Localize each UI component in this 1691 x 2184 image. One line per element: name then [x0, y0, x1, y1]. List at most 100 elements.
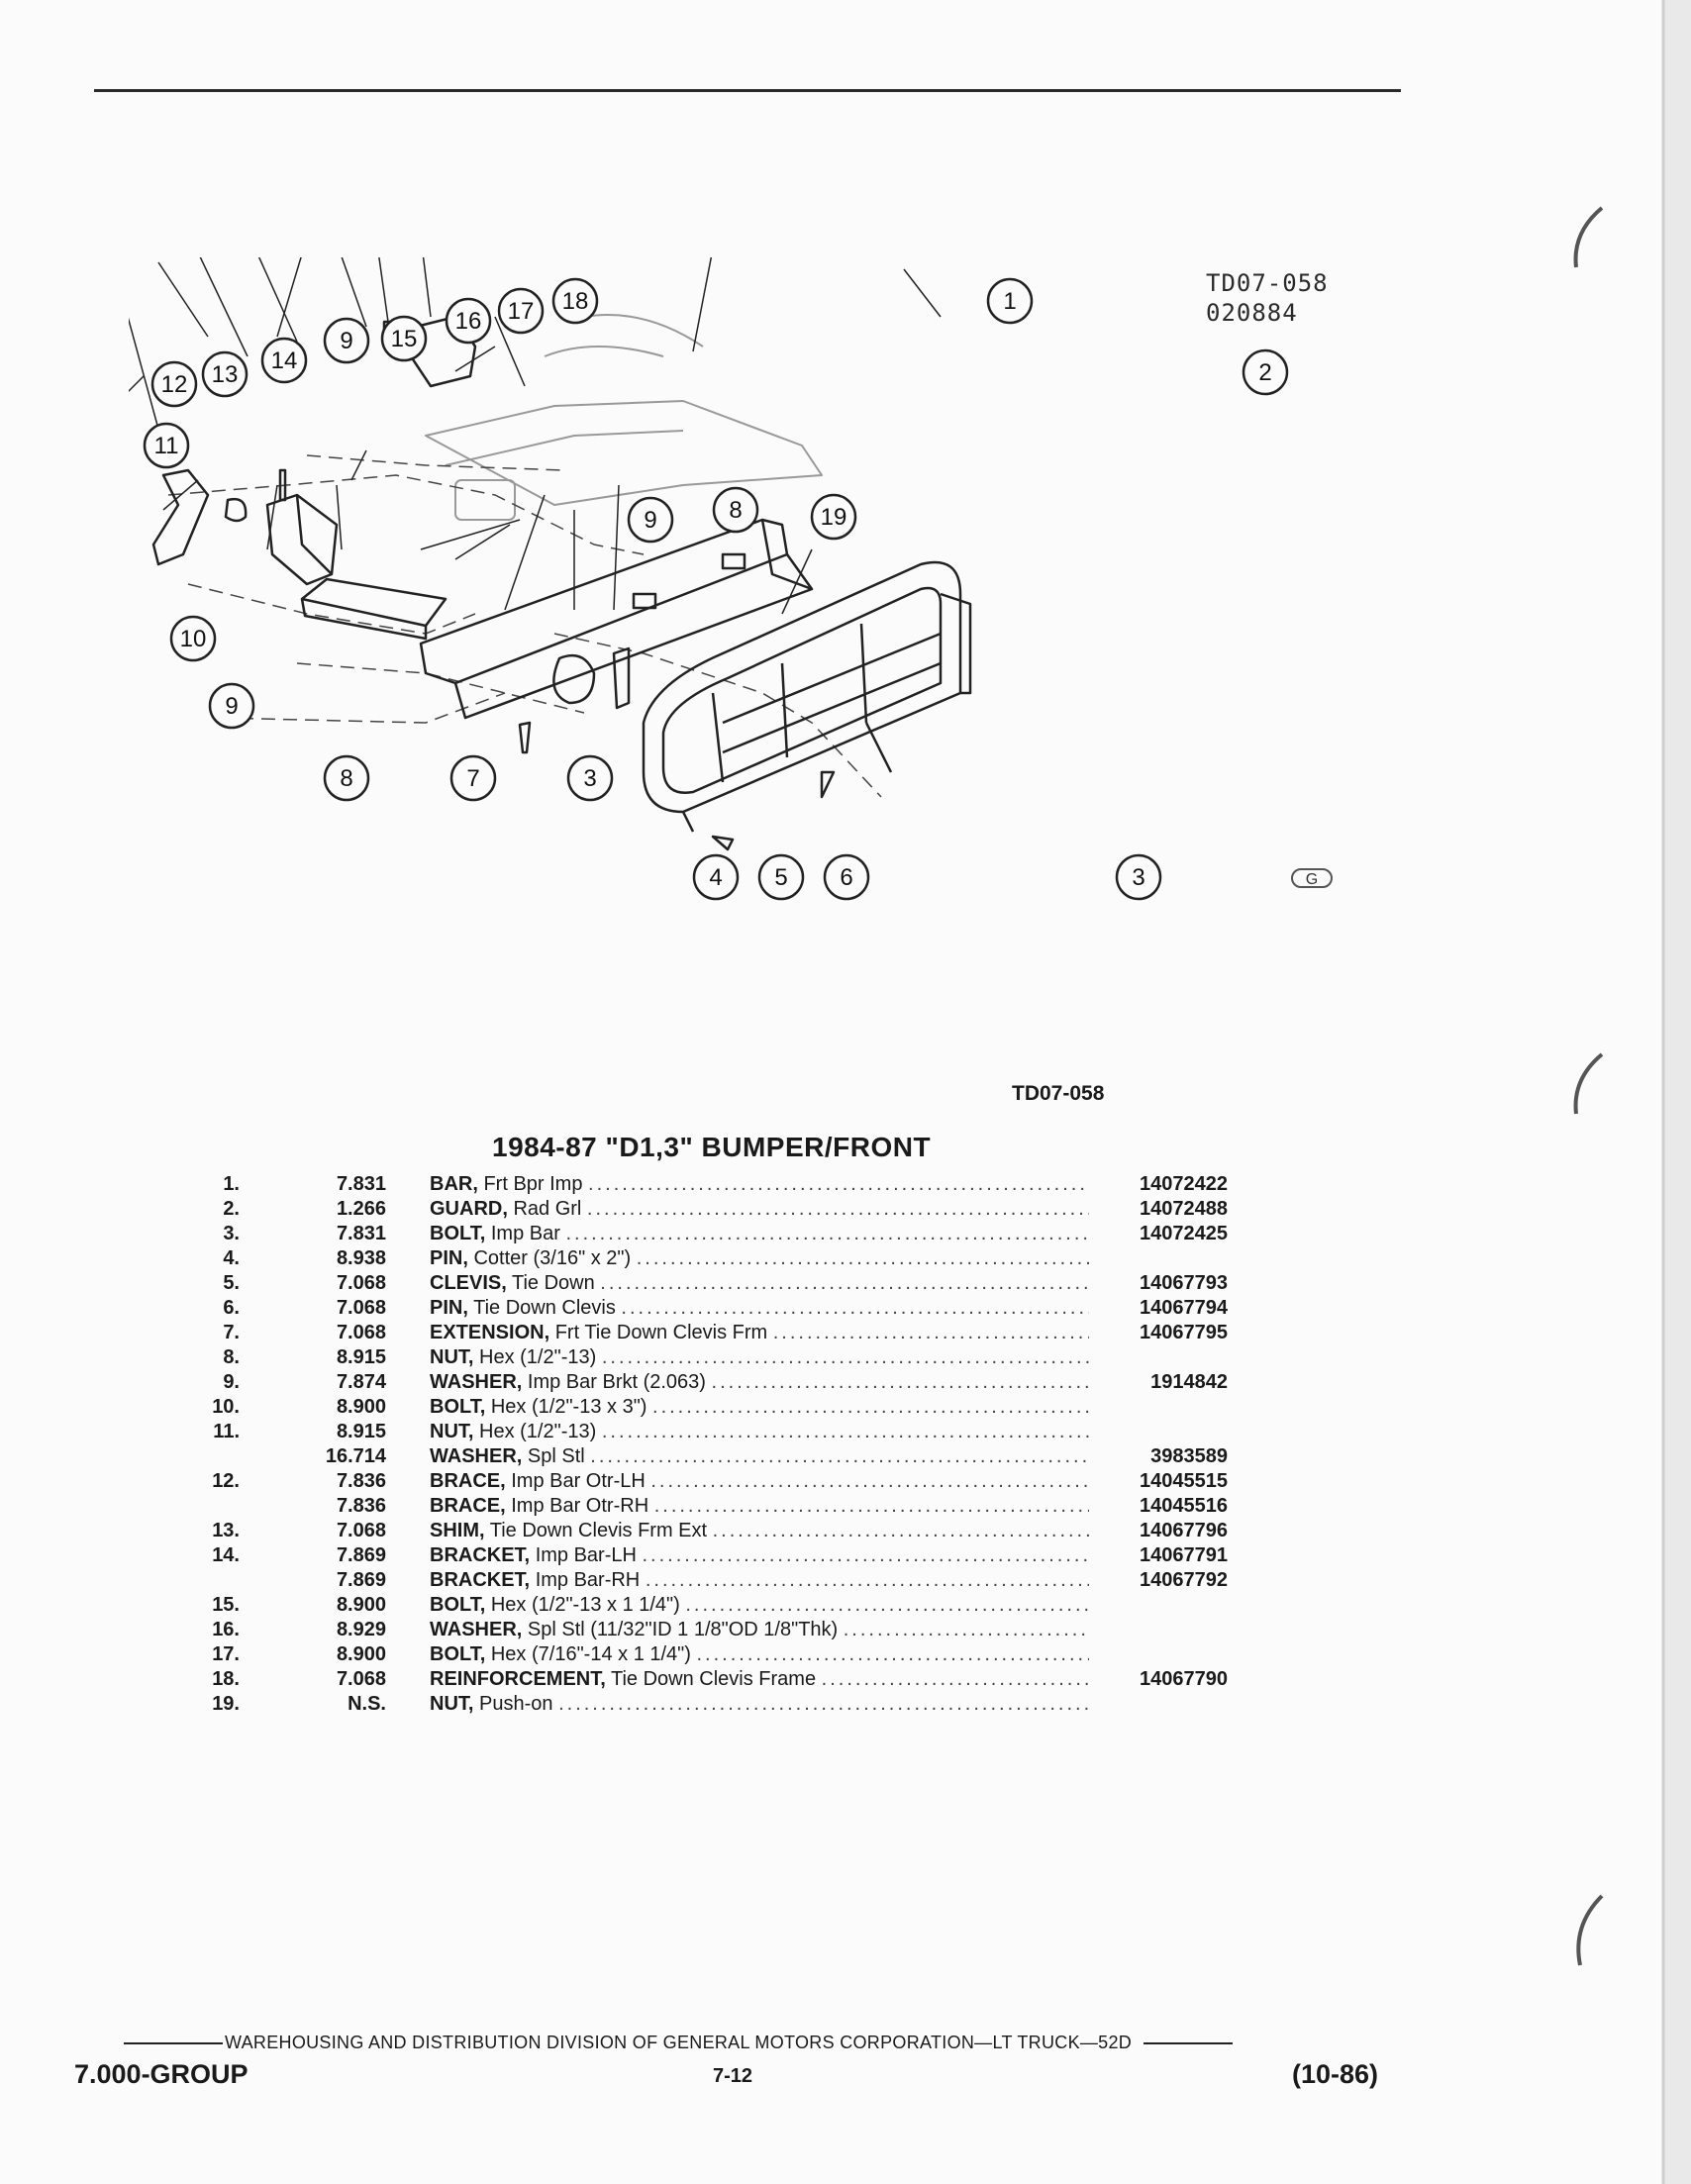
group-number: 7.068 — [336, 1668, 386, 1690]
parts-title: 1984-87 "D1,3" BUMPER/FRONT — [492, 1132, 932, 1162]
callout-7 — [449, 754, 497, 802]
part-name: CLEVIS, — [430, 1272, 507, 1294]
ref-number: 16. — [212, 1619, 240, 1640]
callout-12 — [150, 360, 198, 408]
part-detail: Imp Bar Brkt (2.063) — [527, 1371, 706, 1393]
part-detail: Tie Down Clevis Frm Ext — [489, 1520, 708, 1541]
group-number: 7.869 — [336, 1544, 386, 1566]
parts-row: 12. 7.836 BRACE, Imp Bar Otr-LH ..........… — [188, 1469, 1238, 1494]
grille-guard — [642, 560, 972, 833]
dot-leader: ........................................… — [653, 1495, 1089, 1517]
callout-13 — [201, 350, 249, 398]
callout-leaders — [129, 257, 942, 615]
part-number: 14072488 — [1140, 1198, 1228, 1220]
ref-number: 12. — [212, 1470, 240, 1492]
part-number: 14072425 — [1140, 1223, 1228, 1244]
callout-num: 12 — [161, 371, 188, 398]
footer-publisher-text: WAREHOUSING AND DISTRIBUTION DIVISION OF… — [225, 2033, 1133, 2052]
part-description: BOLT, Hex (1/2"-13 x 1 1/4") ...........… — [430, 1593, 1089, 1618]
gm-mark-badge — [1291, 868, 1333, 888]
part-description: WASHER, Spl Stl (11/32"ID 1 1/8"OD 1/8"T… — [430, 1618, 1089, 1642]
part-description: NUT, Hex (1/2"-13) .....................… — [430, 1420, 1089, 1444]
callout-num: 13 — [212, 361, 239, 388]
ref-number: 3. — [223, 1223, 240, 1244]
part-name: BOLT, — [430, 1594, 486, 1616]
callout-num: 9 — [340, 328, 352, 354]
dot-leader: ........................................… — [601, 1421, 1089, 1442]
part-name: WASHER, — [430, 1619, 523, 1640]
gm-mark-letter: G — [1306, 871, 1318, 888]
part-name: EXTENSION, — [430, 1322, 550, 1343]
part-description: SHIM, Tie Down Clevis Frm Ext ..........… — [430, 1519, 1089, 1543]
dot-leader: ........................................… — [636, 1247, 1089, 1269]
callout-num: 3 — [1132, 864, 1144, 891]
part-name: BOLT, — [430, 1643, 486, 1665]
dot-leader: ........................................… — [600, 1272, 1089, 1294]
part-number: 14067794 — [1140, 1297, 1228, 1319]
part-description: NUT, Hex (1/2"-13) .....................… — [430, 1345, 1089, 1370]
callout-num: 2 — [1258, 359, 1271, 386]
part-description: BOLT, Hex (7/16"-14 x 1 1/4") ..........… — [430, 1642, 1089, 1667]
group-number: 8.938 — [336, 1247, 386, 1269]
ref-number: 13. — [212, 1520, 240, 1541]
callout-10 — [169, 615, 217, 662]
ref-number: 4. — [223, 1247, 240, 1269]
group-number: 8.915 — [336, 1421, 386, 1442]
callout-18 — [551, 277, 599, 325]
dot-leader: ........................................… — [652, 1396, 1089, 1418]
group-number: 7.068 — [336, 1297, 386, 1319]
callout-num: 11 — [154, 433, 179, 459]
ref-number: 18. — [212, 1668, 240, 1690]
dot-leader: ........................................… — [586, 1198, 1089, 1220]
callout-9c — [208, 682, 255, 730]
bolt-3c — [711, 835, 735, 851]
part-detail: Hex (1/2"-13 x 3") — [490, 1396, 647, 1418]
callout-1 — [986, 277, 1034, 325]
footer-date: (10-86) — [1292, 2059, 1379, 2089]
part-name: BRACKET, — [430, 1569, 531, 1591]
group-number: 7.836 — [336, 1470, 386, 1492]
dot-leader: ........................................… — [565, 1223, 1089, 1244]
callout-num: 3 — [583, 765, 596, 792]
top-rule — [94, 89, 1401, 92]
callout-3a — [566, 754, 614, 802]
callout-4 — [692, 853, 740, 901]
part-description: BRACE, Imp Bar Otr-LH ..................… — [430, 1469, 1089, 1494]
part-number: 14067791 — [1140, 1544, 1228, 1566]
part-description: REINFORCEMENT, Tie Down Clevis Frame ...… — [430, 1667, 1089, 1692]
callout-5 — [757, 853, 805, 901]
part-description: CLEVIS, Tie Down .......................… — [430, 1271, 1089, 1296]
part-detail: Imp Bar-LH — [535, 1544, 637, 1566]
callout-2 — [1242, 348, 1289, 396]
callout-num: 4 — [709, 864, 722, 891]
callout-9a — [323, 317, 370, 364]
part-name: GUARD, — [430, 1198, 508, 1220]
parts-row: 19.N.S.NUT, Push-on ....................… — [188, 1692, 1238, 1717]
callout-14 — [260, 337, 308, 384]
part-detail: Spl Stl (11/32"ID 1 1/8"OD 1/8"Thk) — [527, 1619, 839, 1640]
callout-17 — [497, 287, 545, 335]
group-number: 8.900 — [336, 1643, 386, 1665]
callout-15 — [380, 315, 428, 362]
ref-number: 17. — [212, 1643, 240, 1665]
callout-num: 1 — [1003, 288, 1016, 315]
part-name: BOLT, — [430, 1396, 486, 1418]
callout-num: 10 — [180, 626, 207, 652]
group-number: N.S. — [348, 1693, 386, 1715]
part-detail: Hex (7/16"-14 x 1 1/4") — [490, 1643, 691, 1665]
ref-number: 15. — [212, 1594, 240, 1616]
part-number: 14067796 — [1140, 1520, 1228, 1541]
group-number: 8.929 — [336, 1619, 386, 1640]
callout-num: 18 — [562, 288, 589, 315]
part-detail: Imp Bar Otr-LH — [511, 1470, 646, 1492]
part-name: NUT, — [430, 1346, 474, 1368]
part-number: 14067792 — [1140, 1569, 1228, 1591]
part-description: NUT, Push-on ...........................… — [430, 1692, 1089, 1717]
ref-number: 8. — [223, 1346, 240, 1368]
callout-num: 8 — [340, 765, 352, 792]
part-name: PIN, — [430, 1297, 468, 1319]
